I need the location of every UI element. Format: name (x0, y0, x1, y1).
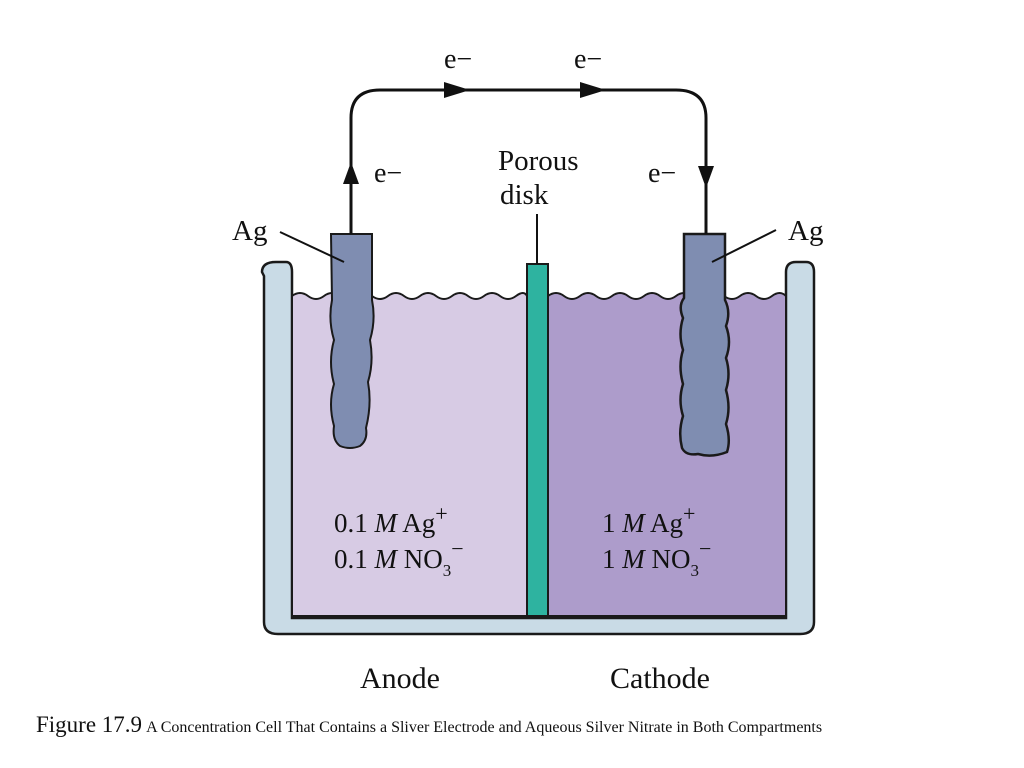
figure-number: Figure 17.9 (36, 712, 143, 737)
cathode-electrode-label: Ag (788, 215, 823, 247)
external-wire (349, 88, 708, 234)
anode-ag-leader (279, 231, 345, 263)
caption-text: A Concentration Cell That Contains a Sli… (146, 719, 823, 736)
figure-caption: Figure 17.9 A Concentration Cell That Co… (36, 712, 1016, 738)
porous-disk-label-line2: disk (500, 179, 549, 211)
beaker-wall (260, 260, 816, 636)
electron-label-cathode: e− (648, 158, 676, 189)
porous-disk (526, 263, 549, 617)
anode-electrode (329, 233, 375, 449)
cathode-concentration-line1: 1 M Ag+ (602, 501, 695, 538)
porous-disk-label-line1: Porous (498, 145, 579, 177)
anode-electrode-label: Ag (232, 215, 267, 247)
anode-concentration-line1: 0.1 M Ag+ (334, 501, 448, 538)
cathode-concentration-line2: 1 M NO3− (602, 536, 711, 580)
electron-flow-arrow-right-down (698, 166, 714, 188)
anode-label: Anode (360, 662, 440, 695)
cathode-label: Cathode (610, 662, 710, 695)
cathode-ag-leader (711, 229, 777, 263)
electron-label-top-2: e− (574, 44, 602, 75)
cathode-electrode (679, 232, 731, 457)
electron-flow-arrow-top-1 (444, 82, 470, 98)
electron-flow-arrow-top-2 (580, 82, 606, 98)
electron-flow-arrow-left-up (343, 162, 359, 184)
anode-concentration-line2: 0.1 M NO3− (334, 536, 464, 580)
electron-label-anode: e− (374, 158, 402, 189)
electron-label-top-1: e− (444, 44, 472, 75)
